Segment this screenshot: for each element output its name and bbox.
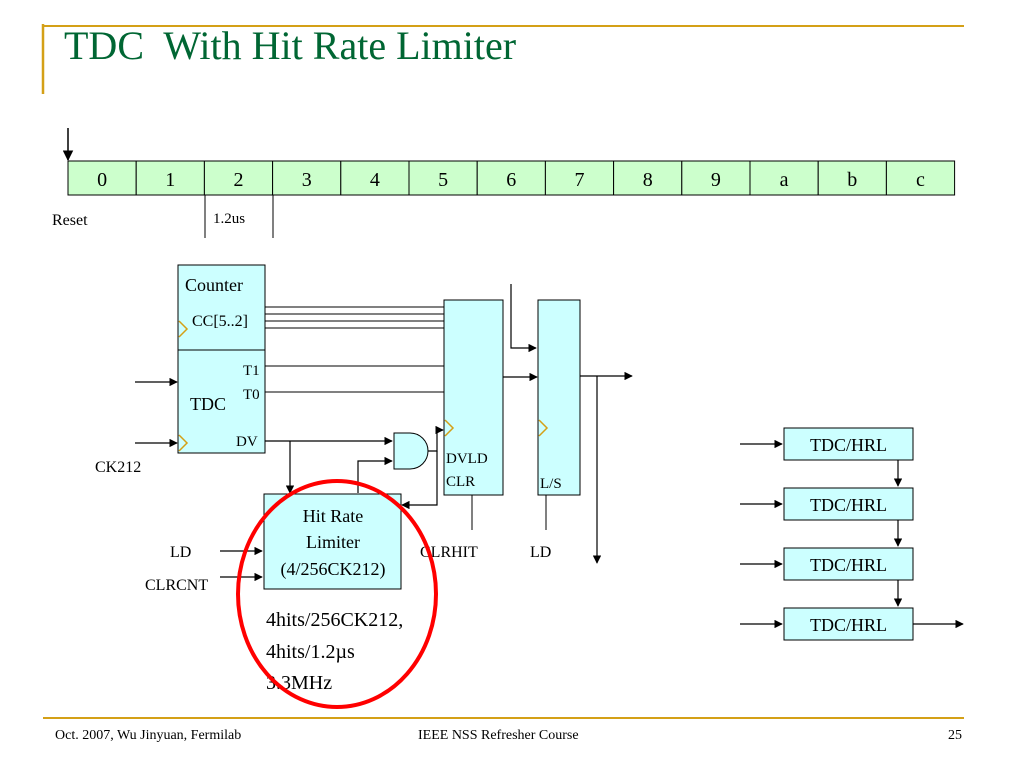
and-to-dvld-line [428, 425, 444, 452]
dvld-clr-label: CLR [446, 474, 475, 490]
tdc-clock-triangle [178, 434, 189, 452]
dvld-clock-triangle [444, 419, 455, 437]
tdc-hrl-label: TDC/HRL [810, 555, 887, 575]
tdc-hrl-label: TDC/HRL [810, 435, 887, 455]
counter-clock-triangle [178, 320, 189, 338]
timeline-cell-label: 9 [711, 169, 721, 191]
timeline-cell [544, 160, 615, 196]
feedback-to-hrl-line [401, 451, 438, 510]
hrl-line2: Limiter [306, 532, 360, 552]
timeline-cell-label: 7 [575, 169, 585, 191]
dvld-label: DVLD [446, 451, 488, 467]
timeline-cell-label: 0 [97, 169, 107, 191]
footer-author: Oct. 2007, Wu Jinyuan, Fermilab [55, 728, 242, 743]
timeline-cell-label: 8 [643, 169, 653, 191]
timeline-cell [885, 160, 956, 196]
tdc-hrl-box [783, 547, 914, 581]
ls-ld-label: LD [530, 544, 551, 561]
counter-block [177, 264, 266, 351]
tdc-hrl-box [783, 607, 914, 641]
hrl-line1: Hit Rate [303, 506, 364, 526]
timeline-cell [817, 160, 887, 196]
annotation-line2: 4hits/1.2µs [266, 641, 355, 663]
timeline-cell-label: 4 [370, 169, 380, 191]
tdc-hrl-chain: TDC/HRL TDC/HRL TDC/HRL TDC/HRL [740, 427, 964, 641]
tdc-t1-label: T1 [243, 363, 260, 379]
dvld-register-block [443, 299, 504, 496]
footer-page-number: 25 [948, 728, 962, 743]
ls-label: L/S [540, 476, 562, 492]
timeline-reset-label: Reset [52, 212, 88, 229]
hrl-ld-label: LD [170, 544, 191, 561]
footer-course: IEEE NSS Refresher Course [418, 728, 579, 743]
timeline-cell [681, 160, 751, 196]
tdc-title: TDC [190, 394, 226, 414]
timeline-cell [408, 160, 478, 196]
hit-rate-limiter-block [263, 493, 402, 590]
timeline-interval-label: 1.2us [213, 211, 245, 227]
timeline-cell [272, 160, 342, 196]
hrl-line3: (4/256CK212) [281, 559, 386, 580]
tdc-hrl-label: TDC/HRL [810, 495, 887, 515]
highlight-circle [236, 479, 438, 709]
ls-register-block [537, 299, 581, 496]
timeline-cell-label: c [916, 169, 925, 191]
timeline-cell-label: a [780, 169, 789, 191]
slide-title: TDC With Hit Rate Limiter [64, 23, 517, 68]
annotation-line1: 4hits/256CK212, [266, 609, 403, 631]
timeline-cell-label: 5 [438, 169, 448, 191]
timeline-cell-label: 3 [302, 169, 312, 191]
timeline-cell-label: 6 [506, 169, 516, 191]
tdc-t0-label: T0 [243, 387, 260, 403]
timeline-cell-label: 2 [234, 169, 244, 191]
timeline-cell-label: 1 [165, 169, 175, 191]
tdc-block [177, 349, 266, 454]
timeline: 0 1 2 3 4 5 6 7 8 9 a b c [67, 160, 956, 196]
clrhit-label: CLRHIT [420, 544, 478, 561]
tdc-hrl-label: TDC/HRL [810, 615, 887, 635]
timeline-cell [135, 160, 205, 196]
tdc-hrl-box [783, 427, 914, 461]
counter-title: Counter [185, 275, 243, 295]
ls-clock-triangle [538, 419, 549, 437]
tdc-clock-label: CK212 [95, 459, 141, 476]
tdc-dv-label: DV [236, 434, 258, 450]
timeline-cell-label: b [847, 169, 857, 191]
tdc-hrl-box [783, 487, 914, 521]
ls-load-line [510, 284, 537, 353]
hrl-clrcnt-label: CLRCNT [145, 577, 208, 594]
and-gate [393, 432, 429, 470]
counter-output-label: CC[5..2] [192, 313, 248, 330]
